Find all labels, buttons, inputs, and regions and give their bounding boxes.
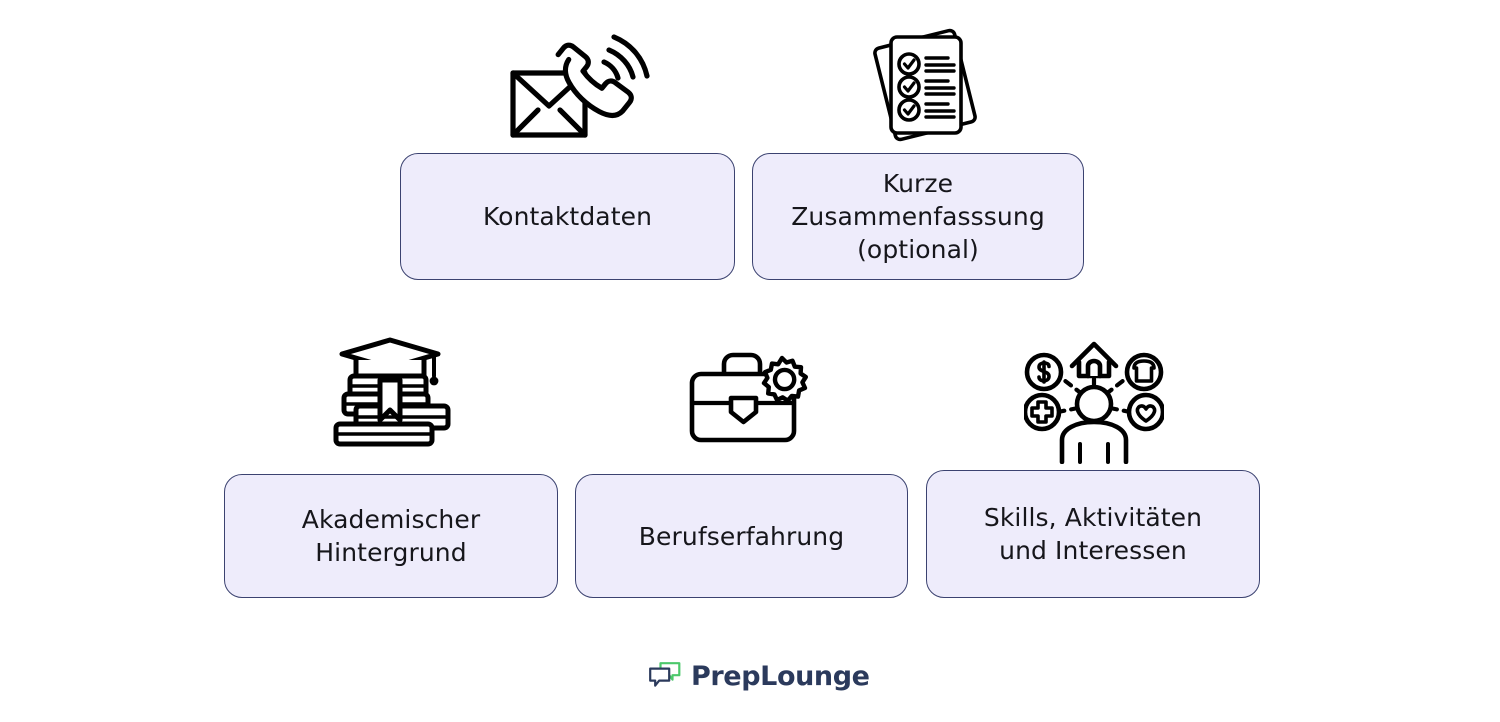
card-skills-aktivitaeten-interessen[interactable]: Skills, Aktivitäten und Interessen — [926, 470, 1260, 598]
card-akademischer-hintergrund[interactable]: Akademischer Hintergrund — [224, 474, 558, 598]
envelope-phone-icon — [508, 26, 650, 142]
card-label: Akademischer Hintergrund — [301, 505, 481, 567]
card-label: Skills, Aktivitäten und Interessen — [983, 503, 1203, 565]
card-kurze-zusammenfassung[interactable]: Kurze Zusammenfasssung (optional) — [752, 153, 1084, 280]
card-label: Kurze Zusammenfasssung (optional) — [791, 169, 1045, 264]
card-label: Berufserfahrung — [638, 521, 845, 551]
speech-bubbles-icon — [648, 661, 682, 691]
card-kontaktdaten[interactable]: Kontaktdaten — [400, 153, 735, 280]
preplounge-logo: PrepLounge — [648, 658, 870, 694]
logo-wordmark: PrepLounge — [691, 660, 870, 692]
person-network-icon — [1024, 332, 1164, 464]
checklist-documents-icon — [866, 24, 986, 144]
card-berufserfahrung[interactable]: Berufserfahrung — [575, 474, 908, 598]
briefcase-gear-icon — [686, 346, 814, 446]
card-label: Kontaktdaten — [482, 202, 653, 231]
graduation-books-icon — [330, 336, 454, 448]
